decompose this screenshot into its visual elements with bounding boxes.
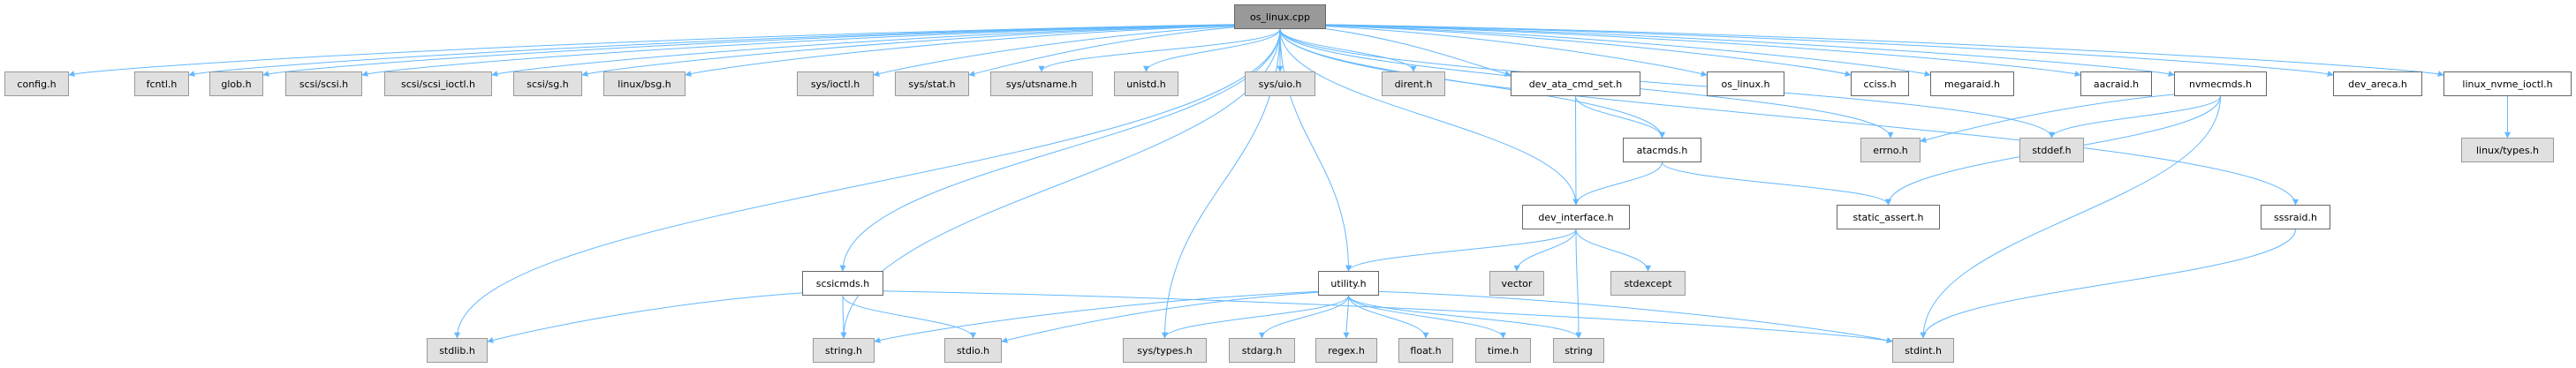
node-scsi-scsi-h[interactable]: scsi/scsi.h [285, 71, 362, 96]
edge-atacmds-h-to-static-assert-h [1662, 161, 1891, 206]
edge-os-linux-cpp-to-linux-bsg-h [685, 23, 1281, 77]
edge-os-linux-cpp-to-os-linux-h [1279, 23, 1708, 77]
node-sys-ioctl-h[interactable]: sys/ioctl.h [797, 71, 874, 96]
edge-os-linux-cpp-to-scsi-scsi-h [361, 23, 1281, 77]
node-nvmecmds-h[interactable]: nvmecmds.h [2174, 71, 2267, 96]
edge-os-linux-cpp-to-stdlib-h [454, 28, 1281, 339]
node-stddef-h[interactable]: stddef.h [2019, 138, 2084, 162]
edge-os-linux-cpp-to-scsi-scsi-ioctl-h [491, 23, 1281, 77]
edge-os-linux-cpp-to-dev-interface-h [1279, 28, 1580, 206]
node-time-h[interactable]: time.h [1475, 338, 1531, 363]
edge-scsicmds-h-to-stdio-h [842, 295, 976, 339]
edge-utility-h-to-regex-h [1343, 295, 1350, 339]
edge-os-linux-cpp-to-config-h [68, 23, 1281, 77]
node-stdexcept[interactable]: stdexcept [1610, 271, 1686, 296]
edge-utility-h-to-stdint-h [1348, 289, 1893, 343]
node-errno-h[interactable]: errno.h [1860, 138, 1921, 162]
edge-os-linux-cpp-to-megaraid-h [1279, 23, 1931, 77]
edge-dev-ata-cmd-set-h-to-dev-interface-h [1572, 95, 1580, 206]
node-string[interactable]: string [1553, 338, 1604, 363]
edge-os-linux-cpp-to-cciss-h [1279, 23, 1852, 77]
edge-utility-h-to-string-h [874, 289, 1349, 343]
node-string-h[interactable]: string.h [813, 338, 875, 363]
node-regex-h[interactable]: regex.h [1315, 338, 1377, 363]
node-glob-h[interactable]: glob.h [209, 71, 263, 96]
edge-nvmecmds-h-to-stddef-h [2049, 95, 2221, 139]
edge-utility-h-to-sys-types-h [1162, 295, 1349, 339]
node-os-linux-h[interactable]: os_linux.h [1707, 71, 1784, 96]
node-dev-areca-h[interactable]: dev_areca.h [2333, 71, 2422, 96]
node-dev-ata-cmd-set-h[interactable]: dev_ata_cmd_set.h [1511, 71, 1640, 96]
edge-scsicmds-h-to-stdint-h [842, 289, 1893, 343]
node-stdarg-h[interactable]: stdarg.h [1229, 338, 1295, 363]
edge-os-linux-cpp-to-aacraid-h [1279, 23, 2081, 77]
node-cciss-h[interactable]: cciss.h [1851, 71, 1909, 96]
node-sys-utsname-h[interactable]: sys/utsname.h [990, 71, 1093, 96]
edge-atacmds-h-to-dev-interface-h [1572, 161, 1663, 206]
node-fcntl-h[interactable]: fcntl.h [134, 71, 189, 96]
node-sys-types-h[interactable]: sys/types.h [1123, 338, 1207, 363]
edge-os-linux-cpp-to-linux-nvme-ioctl-h [1279, 23, 2444, 77]
edge-utility-h-to-string [1348, 295, 1582, 339]
node-static-assert-h[interactable]: static_assert.h [1837, 205, 1940, 229]
edge-nvmecmds-h-to-stdint-h [1920, 95, 2221, 339]
node-scsi-sg-h[interactable]: scsi/sg.h [513, 71, 582, 96]
edge-utility-h-to-stdio-h [1001, 289, 1349, 343]
node-megaraid-h[interactable]: megaraid.h [1930, 71, 2014, 96]
edge-dev-interface-h-to-stdexcept [1575, 229, 1651, 272]
node-config-h[interactable]: config.h [4, 71, 69, 96]
node-linux-nvme-ioctl-h[interactable]: linux_nvme_ioctl.h [2443, 71, 2572, 96]
node-sssraid-h[interactable]: sssraid.h [2261, 205, 2330, 229]
edge-os-linux-cpp-to-glob-h [262, 23, 1281, 77]
node-scsicmds-h[interactable]: scsicmds.h [802, 271, 883, 296]
node-float-h[interactable]: float.h [1398, 338, 1453, 363]
node-unistd-h[interactable]: unistd.h [1114, 71, 1178, 96]
edge-dev-interface-h-to-string [1575, 229, 1582, 339]
edge-utility-h-to-stdarg-h [1259, 295, 1349, 339]
node-linux-bsg-h[interactable]: linux/bsg.h [603, 71, 686, 96]
node-stdint-h[interactable]: stdint.h [1892, 338, 1954, 363]
node-utility-h[interactable]: utility.h [1318, 271, 1379, 296]
node-sys-stat-h[interactable]: sys/stat.h [895, 71, 969, 96]
node-dirent-h[interactable]: dirent.h [1382, 71, 1445, 96]
edge-os-linux-cpp-to-dirent-h [1279, 28, 1417, 72]
edge-os-linux-cpp-to-scsi-sg-h [581, 23, 1281, 77]
node-linux-types-h[interactable]: linux/types.h [2461, 138, 2554, 162]
node-stdlib-h[interactable]: stdlib.h [427, 338, 488, 363]
edge-os-linux-cpp-to-unistd-h [1143, 28, 1281, 72]
node-atacmds-h[interactable]: atacmds.h [1623, 138, 1701, 162]
edge-nvmecmds-h-to-errno-h [1920, 90, 2221, 143]
edge-os-linux-cpp-to-scsicmds-h [839, 28, 1281, 272]
node-aacraid-h[interactable]: aacraid.h [2080, 71, 2152, 96]
node-scsi-scsi-ioctl-h[interactable]: scsi/scsi_ioctl.h [384, 71, 492, 96]
edge-os-linux-cpp-to-sssraid-h [1279, 28, 2299, 206]
edge-sssraid-h-to-stdint-h [1920, 229, 2296, 339]
node-vector[interactable]: vector [1489, 271, 1544, 296]
edge-os-linux-cpp-to-sys-stat-h [968, 23, 1281, 77]
edge-os-linux-cpp-to-stddef-h [1279, 28, 2055, 139]
edge-utility-h-to-float-h [1348, 295, 1429, 339]
edge-os-linux-cpp-to-dev-areca-h [1279, 23, 2334, 77]
edge-os-linux-cpp-to-nvmecmds-h [1279, 23, 2175, 77]
edge-utility-h-to-time-h [1348, 295, 1506, 339]
node-stdio-h[interactable]: stdio.h [944, 338, 1002, 363]
edge-os-linux-cpp-to-sys-ioctl-h [873, 23, 1281, 77]
node-dev-interface-h[interactable]: dev_interface.h [1522, 205, 1630, 229]
edge-dev-interface-h-to-utility-h [1345, 229, 1577, 272]
node-os-linux-cpp[interactable]: os_linux.cpp [1234, 4, 1326, 29]
edge-dev-interface-h-to-vector [1513, 229, 1577, 272]
edge-os-linux-cpp-to-utility-h [1279, 28, 1352, 272]
edge-dev-ata-cmd-set-h-to-atacmds-h [1575, 95, 1665, 139]
node-sys-uio-h[interactable]: sys/uio.h [1245, 71, 1315, 96]
edge-scsicmds-h-to-stdlib-h [487, 289, 844, 343]
edge-os-linux-cpp-to-sys-utsname-h [1038, 28, 1281, 72]
edge-scsicmds-h-to-string-h [840, 295, 847, 339]
